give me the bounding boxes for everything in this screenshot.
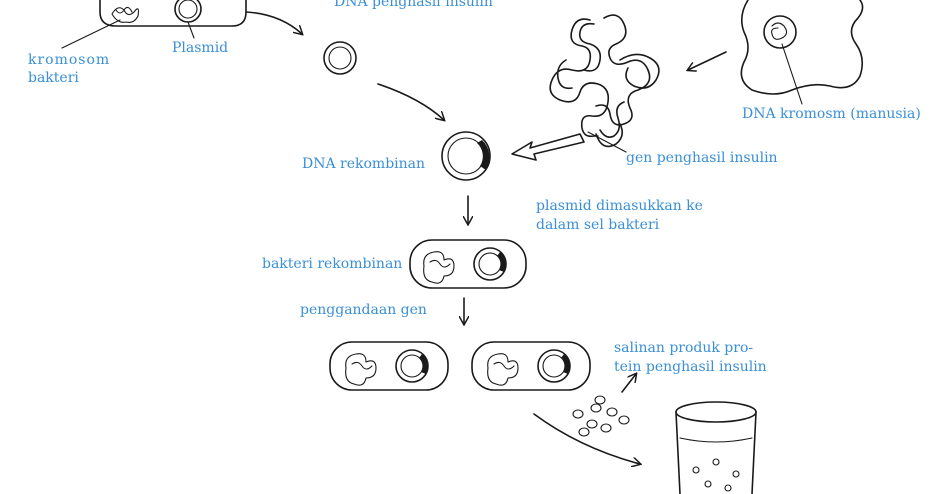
isolated-plasmid [323,41,357,75]
label-gen-penghasil-insulin: gen penghasil insulin [626,150,778,166]
pointer-kromosom [61,19,121,49]
label-plasmid-dimasukkan-line1: plasmid dimasukkan ke [536,198,703,214]
label-kromosom-bakteri-line1: kromosom [28,52,111,68]
pointer-gen-insulin [587,131,627,153]
arrow-isolate-plasmid [245,11,302,34]
pointer-dna-kromosom [781,43,803,105]
recombinant-bacterium [409,239,527,289]
human-cell [740,0,864,95]
recombinant-dna [441,131,491,181]
arrow-to-recombinant [377,83,444,120]
label-plasmid-dimasukkan-line2: dalam sel bakteri [536,217,660,233]
label-salinan-produk-line1: salinan produk pro- [614,340,754,356]
bacterium-original [99,0,247,27]
label-dna-penghasil-insulin: DNA penghasil insulin [334,0,493,10]
label-plasmid: Plasmid [172,40,229,56]
human-dna-strand [549,14,660,148]
arrow-extract-dna [688,51,727,70]
beaker [675,401,757,494]
label-salinan-produk-line2: tein penghasil insulin [614,359,767,375]
label-dna-kromosom-manusia: DNA kromosm (manusia) [742,106,921,122]
daughter-bacterium-1 [329,341,449,391]
arrow-to-product-label [621,374,636,393]
arrow-to-beaker [533,413,640,464]
pointer-plasmid [187,21,195,39]
label-penggandaan-gen: penggandaan gen [300,302,427,318]
arrow-insert-gene [511,133,585,161]
label-bakteri-rekombinan: bakteri rekombinan [262,256,403,272]
label-dna-rekombinan: DNA rekombinan [302,156,426,172]
label-kromosom-bakteri-line2: bakteri [28,70,79,86]
daughter-bacterium-2 [471,341,591,391]
insulin-droplets [572,395,630,437]
